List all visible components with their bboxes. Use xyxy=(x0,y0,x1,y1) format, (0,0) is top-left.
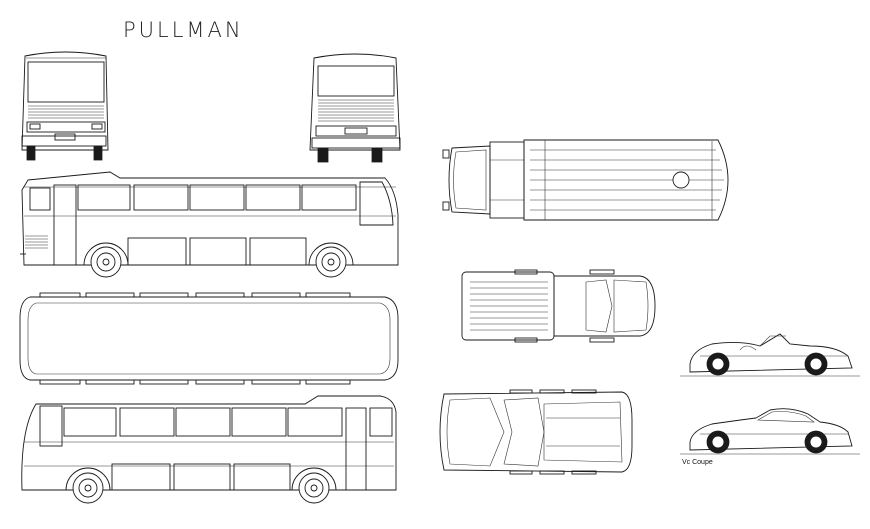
limousine-top-view-icon xyxy=(439,389,633,475)
bus-top-view-icon xyxy=(19,292,399,385)
bus-front-view-icon xyxy=(21,51,109,161)
tanker-truck-top-view-icon xyxy=(442,139,729,221)
bus-side-view-left-icon xyxy=(20,171,399,278)
pickup-truck-top-view-icon xyxy=(461,269,656,343)
coupe-caption: Vc Coupe xyxy=(682,459,713,466)
sheet-title: PULLMAN xyxy=(123,18,244,42)
coupe-side-view-icon xyxy=(680,408,860,455)
roadster-side-view-icon xyxy=(680,333,860,377)
bus-rear-view-icon xyxy=(309,53,401,163)
bus-side-view-right-icon xyxy=(21,395,397,504)
